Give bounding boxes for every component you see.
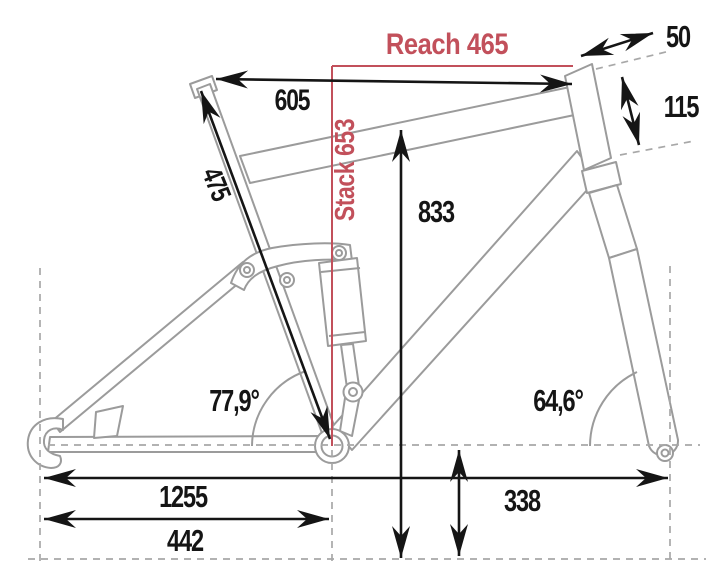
seat-angle-label: 77,9° — [209, 383, 260, 418]
head-angle-label: 64,6° — [533, 383, 584, 418]
fork-lower-leg — [608, 248, 680, 457]
head-top-offset-dimension-label: 50 — [666, 19, 691, 54]
chainstay-dimension-label: 442 — [167, 523, 204, 558]
stack-dimension-label: Stack 653 — [329, 118, 360, 222]
seat-angle-arc — [251, 370, 307, 447]
reach-stack-lines — [331, 65, 573, 446]
rear-dropout — [26, 417, 64, 469]
standover-dimension-label: 833 — [418, 194, 455, 229]
top-tube-dimension-label: 605 — [274, 84, 311, 117]
shock-absorber — [318, 245, 367, 437]
wheelbase-dimension-label: 1255 — [159, 479, 208, 514]
fork — [581, 161, 680, 462]
bb-height-dimension-label: 338 — [504, 483, 541, 518]
reach-dimension-label: Reach 465 — [385, 28, 509, 61]
head-offset-arrow — [580, 31, 654, 58]
head-tube — [564, 63, 612, 171]
head-bottom-extension — [619, 140, 695, 156]
head-angle-arc — [589, 371, 638, 447]
head-tube-arrow — [620, 76, 641, 146]
head-top-extension — [595, 50, 671, 70]
head-tube-dimension-label: 115 — [663, 89, 700, 124]
seat-tube-arrow — [199, 90, 332, 440]
top-tube-arrow — [215, 70, 573, 93]
dimension-arrows — [44, 31, 668, 558]
shock-shaft — [340, 343, 360, 389]
reference-dashed-lines — [28, 50, 706, 561]
fork-crown — [581, 161, 622, 194]
